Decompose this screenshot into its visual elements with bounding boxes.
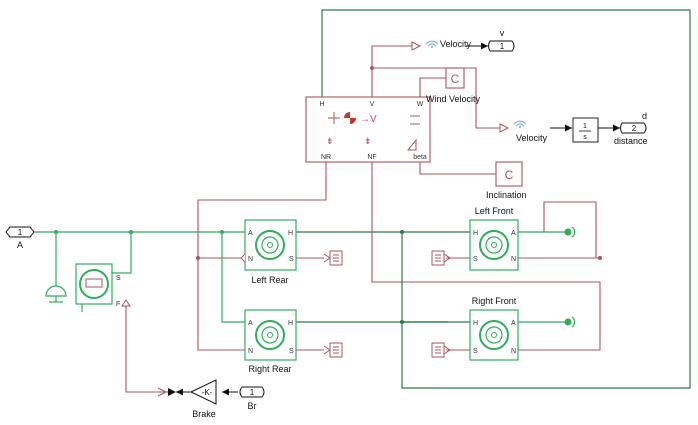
outport-d[interactable]: 2 d distance bbox=[614, 111, 648, 146]
left-rear-port-n: N bbox=[248, 256, 253, 263]
ps-converter-block[interactable] bbox=[157, 387, 176, 397]
outport-d-number: 2 bbox=[632, 124, 637, 133]
vehicle-body-icon: →V ⇟ ⇟ bbox=[326, 112, 420, 151]
right-front-port-a: A bbox=[511, 320, 516, 327]
tire-right-front-block[interactable]: H A S N Right Front bbox=[469, 296, 519, 361]
right-rear-port-h: H bbox=[288, 320, 293, 327]
tire-left-rear-block[interactable]: A H N S Left Rear bbox=[240, 219, 297, 285]
velocity-mid-label: Velocity bbox=[516, 133, 548, 143]
wind-velocity-block[interactable]: C Wind Velocity bbox=[426, 67, 481, 104]
right-rear-port-s: S bbox=[289, 348, 294, 355]
terminator-right-front[interactable] bbox=[431, 342, 451, 358]
left-front-port-a: A bbox=[511, 230, 516, 237]
brake-actuator-block[interactable]: S F bbox=[75, 263, 131, 308]
terminator-right-rear[interactable] bbox=[323, 342, 343, 358]
integrator-block[interactable]: 1 s bbox=[572, 117, 599, 143]
wind-velocity-label: Wind Velocity bbox=[426, 94, 481, 104]
front-left-connection-node[interactable] bbox=[564, 226, 576, 238]
svg-text:⇟: ⇟ bbox=[364, 136, 372, 146]
inclination-to-body-line[interactable] bbox=[419, 162, 496, 175]
tire-icon bbox=[255, 320, 285, 350]
brake-gain-glyph: -K- bbox=[202, 388, 213, 397]
wind-velocity-glyph: C bbox=[451, 72, 460, 86]
integrator-numerator: 1 bbox=[583, 123, 587, 130]
inport-br-number: 1 bbox=[250, 388, 255, 397]
brake-gain-label: Brake bbox=[192, 409, 216, 419]
body-port-w: W bbox=[417, 101, 424, 108]
right-front-port-n: N bbox=[511, 348, 516, 355]
shaft-to-right-rear-line[interactable] bbox=[221, 232, 245, 323]
inclination-glyph: C bbox=[505, 168, 514, 182]
nr-to-normal-force-line[interactable] bbox=[197, 162, 327, 351]
svg-text:⇟: ⇟ bbox=[326, 136, 334, 146]
body-v-to-velocity-line[interactable] bbox=[371, 45, 412, 97]
front-loop-line[interactable] bbox=[543, 201, 597, 258]
body-port-v: V bbox=[370, 101, 375, 108]
inclination-block[interactable]: C Inclination bbox=[486, 161, 527, 200]
tire-icon bbox=[255, 230, 285, 260]
inclination-label: Inclination bbox=[486, 190, 527, 200]
left-front-port-s: S bbox=[473, 256, 478, 263]
velocity-top-block[interactable]: Velocity bbox=[411, 39, 472, 51]
inport-br[interactable]: 1 Br bbox=[239, 386, 265, 411]
tire-icon bbox=[479, 230, 509, 260]
shaft-to-brake-line[interactable] bbox=[108, 232, 132, 274]
right-rear-label: Right Rear bbox=[248, 364, 291, 374]
inport-a-number: 1 bbox=[18, 228, 23, 237]
left-rear-port-a: A bbox=[248, 230, 253, 237]
velocity-mid-block[interactable]: Velocity bbox=[499, 120, 548, 143]
wifi-icon bbox=[425, 40, 439, 47]
front-right-connection-node[interactable] bbox=[564, 316, 576, 328]
right-front-port-s: S bbox=[473, 348, 478, 355]
left-rear-label: Left Rear bbox=[251, 275, 288, 285]
right-front-port-h: H bbox=[473, 320, 478, 327]
body-port-nf: NF bbox=[367, 154, 376, 161]
body-port-nr: NR bbox=[321, 154, 331, 161]
svg-text:→V: →V bbox=[360, 114, 377, 125]
right-rear-port-n: N bbox=[248, 348, 253, 355]
left-front-port-h: H bbox=[473, 230, 478, 237]
terminator-left-rear[interactable] bbox=[323, 250, 343, 266]
inport-br-label: Br bbox=[248, 401, 257, 411]
inport-a-label: A bbox=[17, 240, 23, 250]
mechanical-ground[interactable] bbox=[45, 284, 67, 303]
brake-port-f: F bbox=[116, 301, 120, 308]
inport-a[interactable]: 1 A bbox=[5, 226, 35, 250]
right-rear-port-a: A bbox=[248, 320, 253, 327]
junctions bbox=[54, 66, 602, 324]
velocity-top-label: Velocity bbox=[440, 39, 472, 49]
tire-icon bbox=[479, 320, 509, 350]
brake-gain-block[interactable]: -K- Brake bbox=[189, 379, 217, 419]
body-port-beta: beta bbox=[413, 154, 427, 161]
left-front-port-n: N bbox=[511, 256, 516, 263]
right-front-label: Right Front bbox=[472, 296, 517, 306]
integrator-denominator: s bbox=[583, 134, 587, 141]
outport-v-number: 1 bbox=[500, 42, 505, 51]
nf-to-front-line[interactable] bbox=[371, 162, 601, 351]
tire-right-rear-block[interactable]: A H N S Right Rear bbox=[244, 309, 297, 374]
vehicle-body-block[interactable]: H V W NR NF beta →V ⇟ ⇟ bbox=[305, 96, 431, 163]
brake-port-s: S bbox=[116, 275, 121, 282]
terminator-left-front[interactable] bbox=[431, 250, 451, 266]
tire-left-front-block[interactable]: H A S N Left Front bbox=[469, 206, 519, 271]
outport-v-label: v bbox=[500, 28, 505, 38]
connections bbox=[34, 9, 691, 396]
brake-force-line[interactable] bbox=[125, 300, 168, 393]
outport-d-label: d bbox=[642, 111, 647, 121]
wind-to-body-line[interactable] bbox=[419, 77, 446, 97]
left-rear-port-h: H bbox=[288, 230, 293, 237]
left-front-label: Left Front bbox=[475, 206, 514, 216]
outport-d-sublabel: distance bbox=[614, 136, 648, 146]
wifi-icon bbox=[513, 120, 527, 127]
left-rear-port-s: S bbox=[289, 256, 294, 263]
body-port-h: H bbox=[319, 101, 324, 108]
body-v-to-velocity2-line[interactable] bbox=[372, 67, 500, 129]
outport-v[interactable]: 1 v bbox=[488, 28, 515, 52]
